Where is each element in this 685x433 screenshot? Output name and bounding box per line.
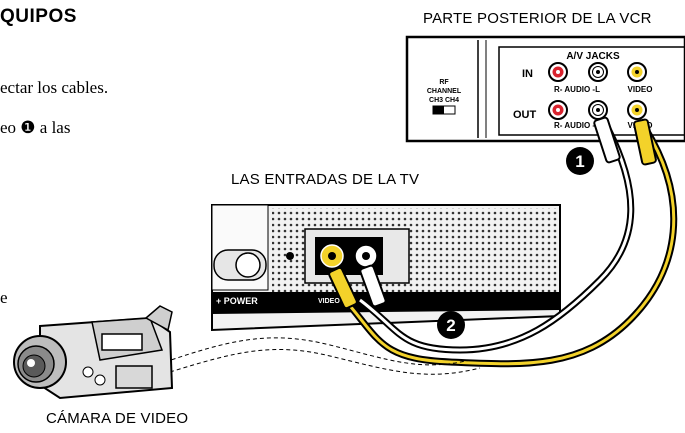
section-heading: QUIPOS [0,6,77,27]
channel-label: CHANNEL [427,88,462,95]
vcr-back-label: PARTE POSTERIOR DE LA VCR [423,10,652,27]
in-label: IN [522,68,533,80]
callout-1: 1 [566,147,594,175]
av-jacks-label: A/V JACKS [566,51,620,62]
rf-label: RF [439,79,449,86]
svg-text:2: 2 [446,316,455,335]
instruction-line-2: eo ❶ a las [0,118,71,137]
camera-cable [164,337,481,375]
rca-cable [328,116,678,368]
video-in-tv-label: VIDEO IN [318,298,349,305]
instruction-line-3: e [0,288,8,307]
callout-2: 2 [437,311,465,339]
camcorder-icon [13,305,174,400]
out-label: OUT [513,109,537,121]
r-audio-l-out: R- AUDIO -L [554,121,600,130]
video-in-label: VIDEO [628,85,653,94]
ch3-ch4-label: CH3 CH4 [429,97,459,104]
camera-label: CÁMARA DE VIDEO [46,410,189,427]
r-audio-l-in: R- AUDIO -L [554,85,600,94]
svg-text:1: 1 [575,152,584,171]
instruction-line-1: ectar los cables. [0,78,109,97]
channel-switch [433,106,444,114]
tv-input-panel: + POWER VIDEO IN [211,204,561,332]
tv-inputs-label: LAS ENTRADAS DE LA TV [231,171,420,188]
power-label: + POWER [216,296,258,306]
